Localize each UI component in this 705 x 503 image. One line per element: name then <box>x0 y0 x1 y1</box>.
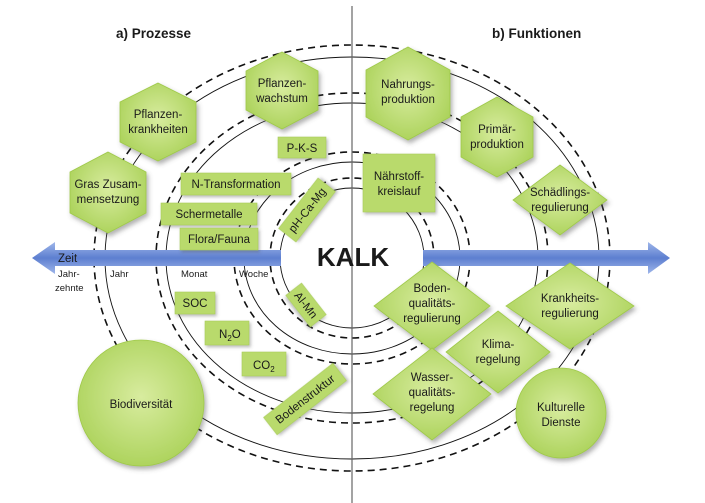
hex-label: Nahrungs- <box>381 79 435 91</box>
hex-label: Primär- <box>478 124 516 136</box>
diamond-schaedlingsregulierung: Schädlings- regulierung <box>512 164 608 236</box>
time-label: Zeit <box>58 253 78 265</box>
co2-co: CO <box>253 360 270 372</box>
diamond-bodenqualitaetsregulierung: Boden- qualitäts- regulierung <box>373 261 491 351</box>
diamond-label: Wasser- <box>411 372 454 384</box>
box-label: Nährstoff- <box>374 171 424 183</box>
scale-decades-1: Jahr- <box>58 269 80 280</box>
hex-primaerproduktion: Primär- produktion <box>460 96 534 178</box>
header-processes: a) Prozesse <box>116 26 192 41</box>
diamond-label: Klima- <box>482 339 515 351</box>
box-co2: CO2 <box>241 351 287 377</box>
box-pks: P-K-S <box>277 136 327 159</box>
box-flora-fauna: Flora/Fauna <box>179 227 259 251</box>
diamond-label: Schädlings- <box>530 187 590 199</box>
diamond-label: Krankheits- <box>541 293 599 305</box>
diamond-label: regulierung <box>403 313 461 325</box>
hex-label: Pflanzen- <box>134 109 183 121</box>
co2-sub: 2 <box>270 365 275 374</box>
hex-nahrungsproduktion: Nahrungs- produktion <box>365 46 451 141</box>
hex-gras-zusammensetzung: Gras Zusam- mensetzung <box>69 151 147 234</box>
box-naehrstoffkreislauf: Nährstoff- kreislauf <box>362 153 436 213</box>
diamond-krankheitsregulierung: Krankheits- regulierung <box>505 262 635 350</box>
diamond-label: regulierung <box>541 308 599 320</box>
n2o-sub: 2 <box>227 334 232 343</box>
circle-label: Kulturelle <box>537 402 585 414</box>
circle-label: Dienste <box>542 417 581 429</box>
box-label: SOC <box>183 298 208 310</box>
diamond-label: qualitäts- <box>409 298 456 310</box>
diamond-label: regulierung <box>531 202 589 214</box>
box-label: CO2 <box>253 360 275 374</box>
box-label: P-K-S <box>287 143 318 155</box>
diamond-klimaregelung: Klima- regelung <box>445 310 551 394</box>
diamond-label: qualitäts- <box>409 387 456 399</box>
hex-label: wachstum <box>255 93 308 105</box>
scale-decades-2: zehnte <box>55 283 84 294</box>
box-al-mn: Al-Mn <box>285 282 327 328</box>
box-soc: SOC <box>174 291 216 315</box>
hex-pflanzenwachstum: Pflanzen- wachstum <box>245 51 319 130</box>
circle-label: Biodiversität <box>110 399 173 411</box>
box-n-transformation: N-Transformation <box>180 172 292 196</box>
hex-pflanzenkrankheiten: Pflanzen- krankheiten <box>119 82 197 162</box>
diamond-label: Boden- <box>413 283 450 295</box>
hex-label: produktion <box>381 94 435 106</box>
hex-label: Gras Zusam- <box>74 179 141 191</box>
box-n2o: N2O <box>204 320 250 346</box>
box-label: kreislauf <box>378 186 422 198</box>
circle-kulturelle-dienste: Kulturelle Dienste <box>515 367 607 459</box>
box-schermetalle: Schermetalle <box>160 202 258 226</box>
n2o-o: O <box>232 329 241 341</box>
circle-biodiversitaet: Biodiversität <box>77 339 205 467</box>
box-label: Flora/Fauna <box>188 234 251 246</box>
hex-label: mensetzung <box>77 194 140 206</box>
time-arrow-right <box>423 242 670 274</box>
diamond-label: regelung <box>410 402 455 414</box>
diamond-wasserqualitaetsregelung: Wasser- qualitäts- regelung <box>372 347 492 441</box>
hex-label: Pflanzen- <box>258 78 307 90</box>
hex-label: produktion <box>470 139 524 151</box>
hex-label: krankheiten <box>128 124 187 136</box>
box-label: N-Transformation <box>191 179 280 191</box>
center-kalk: KALK <box>317 242 389 272</box>
scale-week: Woche <box>239 269 268 280</box>
diamond-label: regelung <box>476 354 521 366</box>
header-functions: b) Funktionen <box>492 26 581 41</box>
scale-month: Monat <box>181 269 208 280</box>
scale-year: Jahr <box>110 269 128 280</box>
n2o-n: N <box>219 329 227 341</box>
box-label: Schermetalle <box>175 209 242 221</box>
box-label: N2O <box>219 329 241 343</box>
